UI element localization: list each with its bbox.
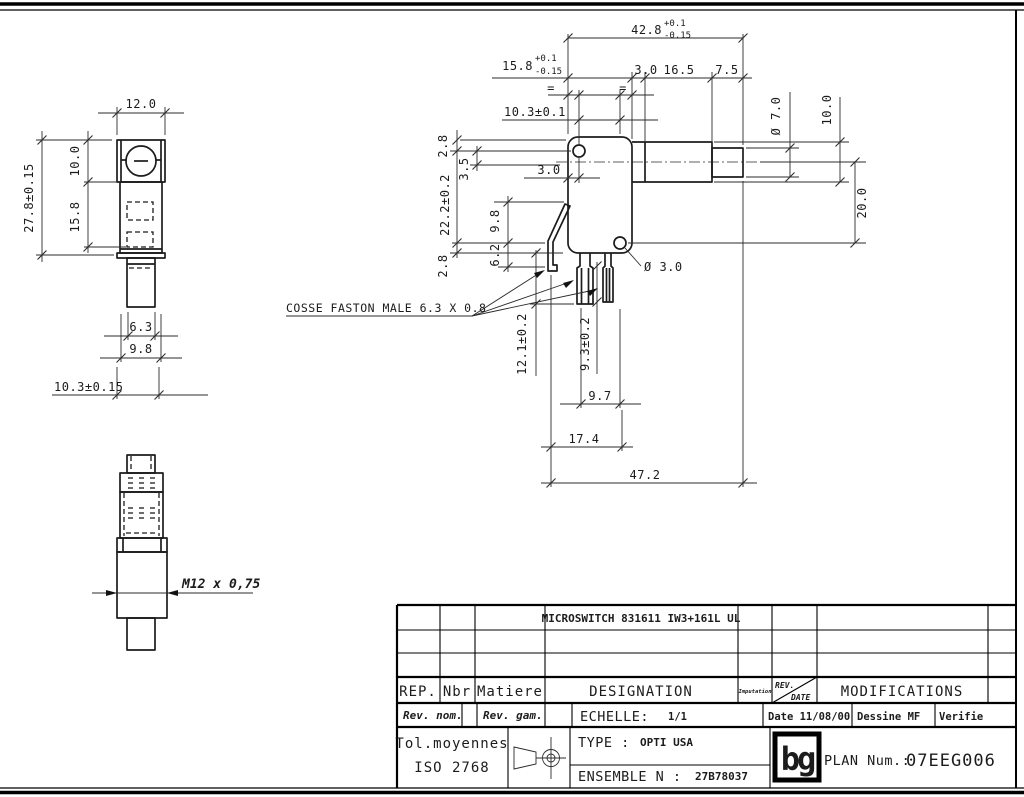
thread-flange (116, 537, 168, 553)
dim-barrel-height: 10.0 (820, 95, 834, 126)
dim-lever-a: 9.8 (488, 209, 502, 232)
dim-front-height-total: 27.8±0.15 (22, 163, 36, 233)
arrowhead (534, 270, 545, 278)
dim-terminal-offset: 17.4 (569, 432, 600, 446)
dessine: Dessine MF (857, 711, 920, 723)
title-block: MICROSWITCH 831611 IW3+161L UL REP. Nbr … (395, 603, 1016, 788)
front-mid-body (119, 181, 163, 254)
main-view: 42.8 +0.1 -0.15 15.8 +0.1 -0.15 3.0 16.5… (37, 19, 869, 488)
dim-edge-bottom: 2.8 (436, 254, 450, 277)
svg-text:-0.15: -0.15 (535, 67, 562, 77)
type-label: TYPE : (578, 735, 630, 751)
dim-lever-b: 6.2 (488, 243, 502, 266)
echelle-value: 1/1 (668, 711, 687, 723)
terminal-blade-left (576, 253, 594, 305)
dim-slot: 3.5 (457, 157, 471, 180)
plan-value: 07EEG006 (906, 751, 996, 771)
rev-label: REV. (775, 681, 794, 690)
arrowhead (167, 590, 178, 596)
date-label: DATE (790, 693, 810, 702)
main-view-dimensions (37, 33, 866, 488)
dim-hole-pitch: 10.3±0.1 (504, 105, 566, 119)
dim-terminal-span: 9.7 (588, 389, 611, 403)
logo-text: bg (781, 740, 815, 778)
col-modifications: MODIFICATIONS (841, 684, 964, 700)
dim-step2: 16.5 (664, 63, 695, 77)
projection-symbol (513, 737, 566, 779)
tolerance-line2: ISO 2768 (414, 760, 489, 776)
dim-front-width-bottom: 10.3±0.15 (54, 380, 124, 394)
title-block-grid (395, 603, 1016, 788)
ensemble-label: ENSEMBLE N : (578, 769, 682, 785)
front-plunger-circle (125, 145, 157, 177)
dim-terminal-length: 12.1±0.2 (515, 313, 529, 375)
dim-front-width-top: 12.0 (126, 97, 157, 111)
dim-hole-offset: 3.0 (537, 163, 560, 177)
dim-total-length: 47.2 (630, 468, 661, 482)
dim-front-width-lower: 9.8 (129, 342, 152, 356)
arrowhead (587, 288, 598, 296)
ensemble-value: 27B78037 (695, 770, 748, 783)
thread-body-m12 (116, 551, 168, 619)
dim-front-width-hex: 6.3 (129, 320, 152, 334)
thread-size-label: M12 x 0,75 (181, 577, 260, 592)
thread-view: M12 x 0,75 (92, 454, 260, 651)
equal-mark: = (547, 81, 555, 95)
svg-text:-0.15: -0.15 (664, 31, 691, 41)
dim-body-width: 15.8 (502, 59, 533, 73)
thread-label-group: M12 x 0,75 (92, 577, 260, 596)
front-view-dimensions: 12.0 27.8±0.15 10.0 15.8 6.3 9.8 10.3±0.… (22, 97, 208, 399)
col-designation: DESIGNATION (589, 684, 693, 700)
dim-terminal-mid: 9.3±0.2 (578, 317, 592, 371)
dim-front-height-top: 10.0 (68, 146, 82, 177)
dim-pitch-vertical: 22.2±0.2 (438, 174, 452, 236)
main-view-dim-texts: 42.8 +0.1 -0.15 15.8 +0.1 -0.15 3.0 16.5… (286, 19, 869, 482)
type-value: OPTI USA (640, 736, 693, 749)
terminal-blade-right (602, 253, 614, 303)
mounting-hole-top (572, 144, 586, 158)
dim-step3: 7.5 (715, 63, 738, 77)
mounting-hole-bottom (613, 236, 627, 250)
rev-nom: Rev. nom. (403, 709, 463, 722)
dim-axis-offset: 20.0 (855, 188, 869, 219)
col-rep: REP. (399, 684, 437, 700)
svg-text:+0.1: +0.1 (664, 19, 686, 29)
dim-plunger-dia: Ø 7.0 (769, 97, 783, 136)
equal-mark: = (619, 81, 627, 95)
dim-edge-top: 2.8 (436, 134, 450, 157)
switch-body (567, 136, 633, 254)
plan-label: PLAN Num.: (824, 753, 910, 769)
dimension-ticks (37, 33, 860, 488)
dim-hole-dia: Ø 3.0 (644, 260, 683, 274)
tolerance-line1: Tol.moyennes (395, 736, 508, 752)
date-value: Date 11/08/00 (768, 711, 850, 723)
echelle-label: ECHELLE: (580, 709, 649, 725)
col-imputation: Imputation (738, 689, 772, 695)
dim-step1: 3.0 (634, 63, 657, 77)
col-nbr: Nbr (443, 684, 471, 700)
terminal-bent (547, 203, 571, 272)
front-view-outline (116, 139, 166, 308)
arrowhead (106, 590, 117, 596)
col-matiere: Matiere (477, 684, 543, 700)
svg-text:+0.1: +0.1 (535, 54, 557, 64)
plunger (711, 147, 744, 178)
front-bushing (126, 257, 156, 308)
designation-value: MICROSWITCH 831611 IW3+161L UL (542, 612, 741, 625)
main-view-outline (547, 136, 760, 305)
front-hidden-slot (126, 201, 154, 221)
rev-gam: Rev. gam. (483, 709, 543, 722)
thread-hidden-terminals (123, 477, 160, 536)
dim-front-height-mid: 15.8 (68, 202, 82, 233)
front-view: 12.0 27.8±0.15 10.0 15.8 6.3 9.8 10.3±0.… (22, 97, 208, 399)
verifie: Verifie (939, 711, 983, 723)
arrowhead (563, 280, 574, 288)
faston-label: COSSE FASTON MALE 6.3 X 0.8 (286, 301, 486, 315)
thread-bottom-block (126, 617, 156, 651)
company-logo: bg (772, 731, 822, 783)
rev-date-diagonal (771, 676, 818, 704)
dim-total-width: 42.8 (631, 23, 662, 37)
